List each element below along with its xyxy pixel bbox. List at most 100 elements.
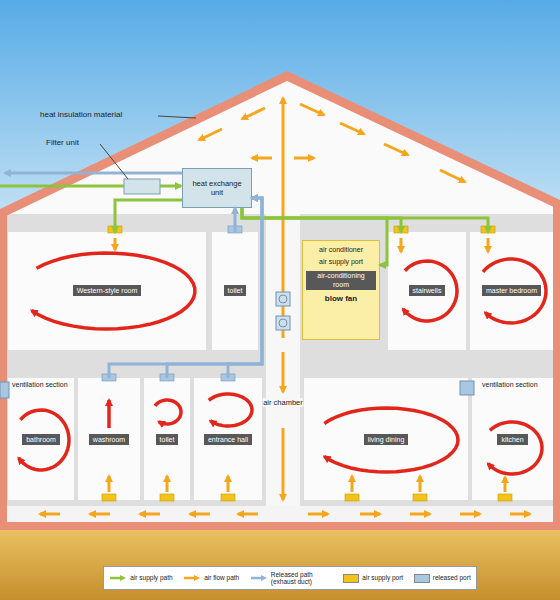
air-chamber-space [6, 506, 553, 522]
legend-text: air supply path [130, 574, 172, 581]
room-label: Western-style room [73, 285, 142, 296]
exhaust-duct [228, 198, 262, 378]
room-label: stairwells [409, 285, 446, 296]
legend-item: released port [414, 574, 471, 583]
room-label: master bedroom [482, 285, 541, 296]
air-supply-port [102, 494, 116, 501]
air-flow-arrow [40, 513, 60, 516]
circulation-arrow [483, 259, 546, 323]
legend-swatch [343, 574, 359, 583]
air-flow-arrow [166, 476, 169, 492]
circulation-arrow [155, 400, 181, 424]
air-supply-port [160, 494, 174, 501]
supply-duct [115, 200, 182, 232]
legend-line-sample [183, 574, 201, 582]
exhaust-duct [167, 198, 262, 378]
circulation-arrow [32, 253, 195, 329]
ground [0, 530, 560, 600]
part-name: Filter unit [46, 138, 79, 148]
legend-box: air supply path air flow path Released pat… [103, 566, 477, 590]
legend-line [110, 577, 120, 580]
air-flow-arrow [252, 157, 272, 160]
legend-line-sample [109, 574, 127, 582]
sky [0, 0, 560, 540]
air-flow-arrow [199, 129, 222, 140]
legend-text: Released path (exhaust duct) [271, 571, 333, 586]
circulation-arrow [209, 394, 252, 426]
air-flow-arrow [504, 477, 507, 492]
legend-item: Released path (exhaust duct) [250, 571, 333, 586]
air-flow-arrow [242, 108, 265, 119]
room-label: bathroom [22, 434, 60, 445]
air-flow-arrow [308, 513, 328, 516]
air-conditioning-room: air conditioner air supply port air-condit… [302, 240, 380, 340]
attic [6, 80, 553, 214]
room-box: master bedroom [470, 232, 553, 350]
part-label: air conditioner [319, 246, 363, 254]
exhaust-duct [234, 208, 237, 232]
filter-unit-box [124, 179, 160, 194]
circulation-arrow [19, 410, 69, 470]
air-flow-arrow [282, 428, 285, 500]
legend-arrowhead [261, 575, 267, 581]
legend-line-sample [250, 574, 268, 582]
legend-arrowhead [194, 575, 200, 581]
air-flow-arrow [460, 513, 480, 516]
legend-arrowhead [120, 575, 126, 581]
room-box: bathroom [8, 378, 74, 500]
blow-fan-icon [279, 295, 287, 303]
house-interior [6, 80, 553, 522]
legend-line [184, 577, 194, 580]
part-name: heat insulation material [40, 110, 122, 120]
room-label: washroom [89, 434, 129, 445]
part-label: blow fan [325, 294, 357, 304]
room-box: toilet [212, 232, 258, 350]
unit-label: heat exchange unit [187, 179, 247, 197]
air-flow-arrow [384, 144, 408, 155]
air-flow-arrow [410, 513, 430, 516]
legend-text: air supply port [362, 574, 403, 581]
room-box: living dining [304, 378, 468, 500]
air-flow-arrow [419, 476, 422, 492]
supply-duct [242, 208, 488, 232]
blow-fan-icon [279, 319, 287, 327]
circulation-arrow [403, 261, 457, 321]
room-box: Western-style room [8, 232, 206, 350]
supply-duct [242, 208, 401, 232]
room-label: toilet [224, 285, 247, 296]
legend-line [251, 577, 261, 580]
legend-text: air flow path [204, 574, 239, 581]
air-flow-arrow [294, 157, 314, 160]
circulation-arrow [488, 422, 542, 474]
legend-item: air flow path [183, 574, 239, 582]
supply-duct [242, 208, 387, 265]
air-flow-arrow [114, 238, 117, 250]
air-supply-port [221, 494, 235, 501]
room-label: living dining [364, 434, 409, 445]
part-label: air supply port [319, 258, 363, 266]
floor-insulation [0, 522, 560, 530]
roof-insulation [0, 76, 560, 214]
wall-insulation [553, 203, 560, 530]
air-flow-arrow [238, 513, 258, 516]
air-flow-arrow [90, 513, 110, 516]
leader-line [100, 144, 128, 179]
air-supply-port [498, 494, 512, 501]
air-flow-arrow [190, 513, 210, 516]
exhaust-duct [5, 172, 182, 175]
circulation-arrow [324, 408, 458, 472]
exhaust-duct [109, 198, 262, 378]
air-flow-arrow [108, 476, 111, 492]
section-label: ventilation section [482, 381, 548, 389]
air-flow-arrow [340, 123, 364, 134]
air-supply-port [413, 494, 427, 501]
air-flow-arrow [510, 513, 530, 516]
wall-insulation [0, 210, 7, 530]
leader-line [158, 116, 196, 118]
legend-text: released port [433, 574, 471, 581]
legend-swatch [414, 574, 430, 583]
room-label: air-conditioning room [306, 271, 376, 291]
